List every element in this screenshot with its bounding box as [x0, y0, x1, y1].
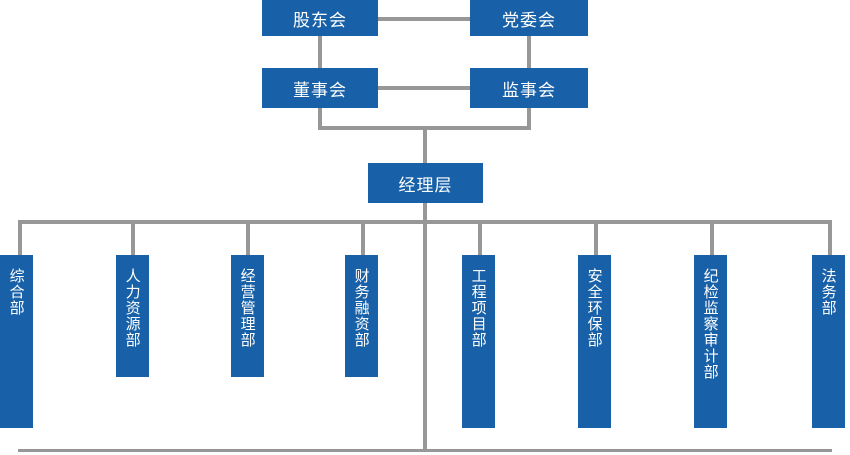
- node-finance-financing[interactable]: 财务融资部: [345, 255, 378, 377]
- connector-bus-right-cap: [828, 220, 832, 257]
- node-general-affairs[interactable]: 综合部: [0, 255, 33, 428]
- node-party-committee-label: 党委会: [502, 10, 556, 31]
- connector-stem-safety-environment: [594, 220, 598, 257]
- node-board-of-directors-label: 董事会: [293, 80, 347, 101]
- node-discipline-audit-label: 纪检监察审计部: [701, 268, 720, 380]
- node-human-resources-label: 人力资源部: [123, 268, 142, 348]
- bottom-divider: [18, 449, 832, 452]
- connector-party-to-supervisors: [527, 34, 531, 70]
- node-general-affairs-label: 综合部: [7, 268, 26, 316]
- connector-supervisors-down: [527, 106, 531, 130]
- node-shareholders[interactable]: 股东会: [262, 0, 378, 36]
- connector-stem-discipline-audit: [710, 220, 714, 257]
- node-board-of-supervisors[interactable]: 监事会: [470, 68, 588, 108]
- node-engineering-project[interactable]: 工程项目部: [462, 255, 495, 428]
- node-safety-environment[interactable]: 安全环保部: [578, 255, 611, 428]
- node-legal-affairs[interactable]: 法务部: [812, 255, 845, 428]
- node-management-layer[interactable]: 经理层: [368, 163, 483, 203]
- node-board-of-directors[interactable]: 董事会: [262, 68, 378, 108]
- node-discipline-audit[interactable]: 纪检监察审计部: [694, 255, 727, 428]
- connector-bus-left-cap: [18, 220, 22, 257]
- connector-stem-human-resources: [131, 220, 135, 257]
- node-engineering-project-label: 工程项目部: [469, 268, 488, 348]
- connector-center-spine: [423, 220, 427, 450]
- connector-board-down: [318, 106, 322, 130]
- node-safety-environment-label: 安全环保部: [585, 268, 604, 348]
- connector-management-to-bus: [423, 201, 427, 224]
- node-human-resources[interactable]: 人力资源部: [116, 255, 149, 377]
- connector-stem-finance-financing: [361, 220, 365, 257]
- connector-shareholders-to-board: [318, 34, 322, 70]
- node-legal-affairs-label: 法务部: [819, 268, 838, 316]
- node-management-layer-label: 经理层: [398, 175, 453, 196]
- connector-shareholders-to-party: [378, 17, 470, 21]
- connector-stem-engineering-project: [478, 220, 482, 257]
- node-shareholders-label: 股东会: [293, 10, 347, 31]
- connector-merge-to-management: [423, 126, 427, 163]
- node-finance-financing-label: 财务融资部: [352, 268, 371, 348]
- connector-stem-business-management: [246, 220, 250, 257]
- node-party-committee[interactable]: 党委会: [470, 0, 588, 36]
- node-business-management[interactable]: 经营管理部: [231, 255, 264, 377]
- node-board-of-supervisors-label: 监事会: [502, 80, 556, 101]
- connector-board-to-supervisors: [378, 86, 470, 90]
- node-business-management-label: 经营管理部: [238, 268, 257, 348]
